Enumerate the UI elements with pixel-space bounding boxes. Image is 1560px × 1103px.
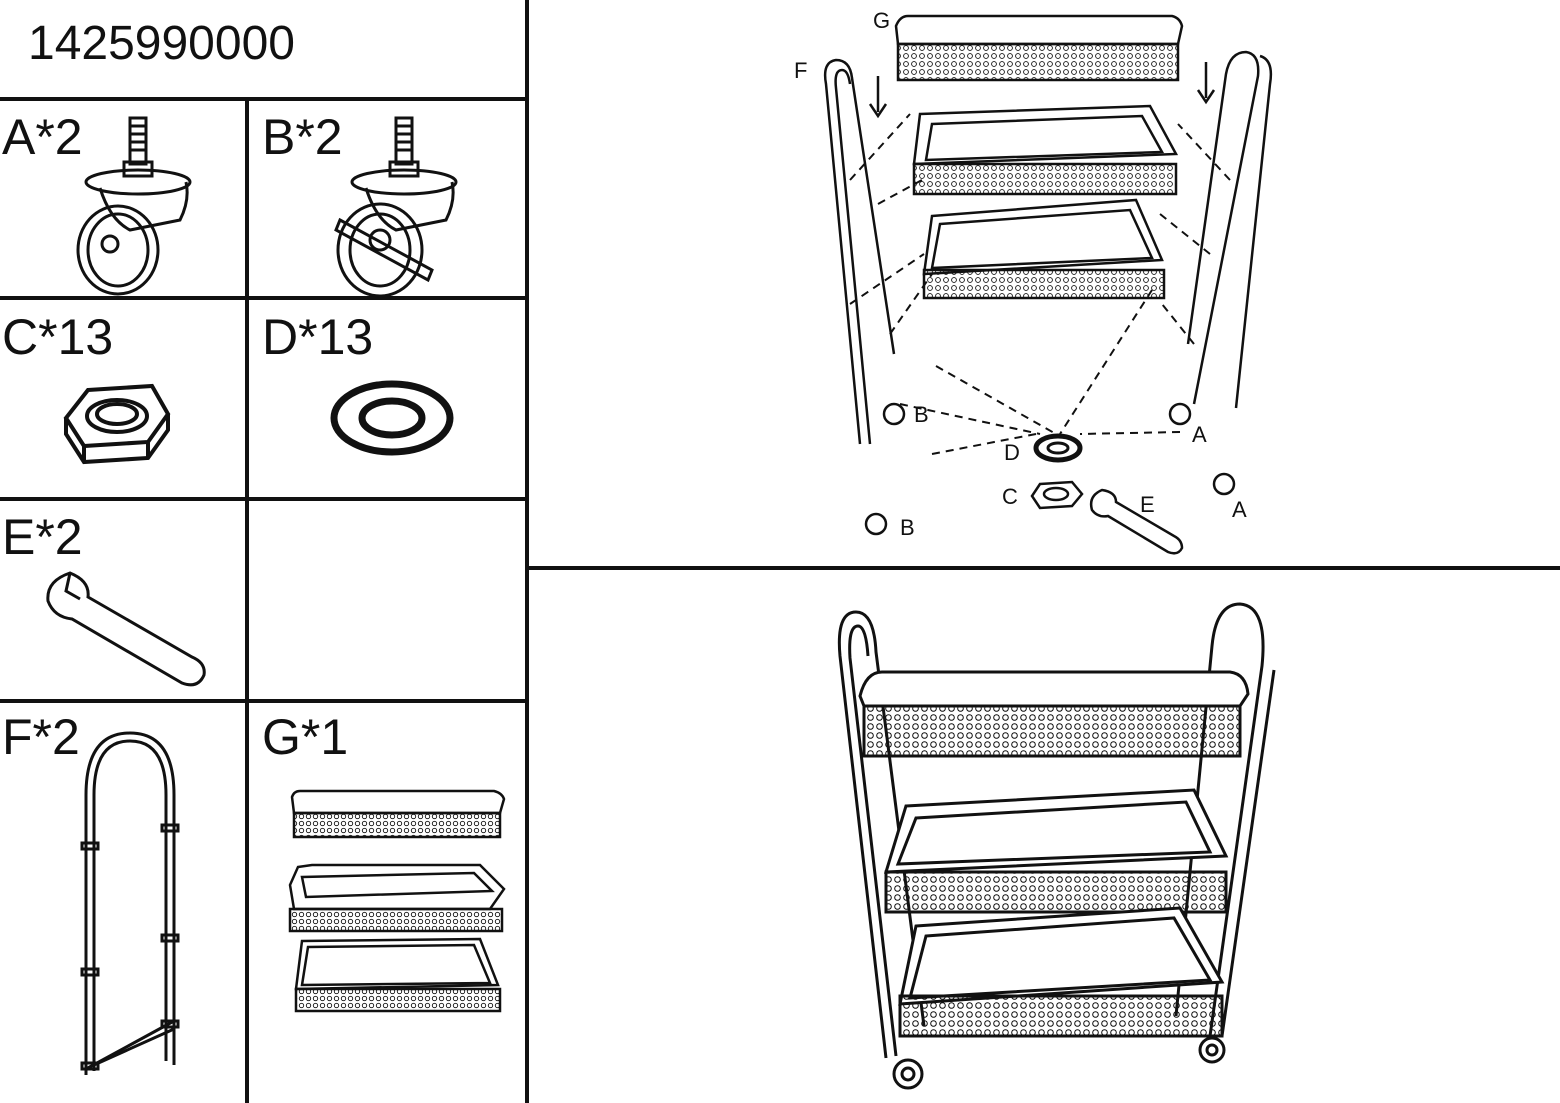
callout-b-upper: B xyxy=(914,402,929,427)
assembled-cart-diagram xyxy=(837,602,1276,1090)
part-label-e: E*2 xyxy=(2,509,83,565)
basket-set-icon xyxy=(288,789,506,1013)
locking-caster-icon xyxy=(334,116,458,298)
caster-wheel-icon xyxy=(76,116,192,296)
part-label-b: B*2 xyxy=(262,109,343,165)
hex-nut-icon xyxy=(63,383,171,465)
callout-e: E xyxy=(1140,492,1155,517)
part-label-d: D*13 xyxy=(262,309,374,365)
callout-c: C xyxy=(1002,484,1018,509)
exploded-assembly-diagram xyxy=(823,14,1273,555)
callout-a-upper: A xyxy=(1192,422,1207,447)
callout-d: D xyxy=(1004,440,1020,465)
washer-icon xyxy=(330,380,454,456)
callout-f: F xyxy=(794,58,808,83)
callout-g: G xyxy=(873,8,891,33)
side-frame-icon xyxy=(80,731,180,1075)
part-label-c: C*13 xyxy=(2,309,114,365)
model-number: 1425990000 xyxy=(28,17,295,70)
callout-a-lower: A xyxy=(1232,497,1247,522)
part-label-f: F*2 xyxy=(2,709,80,765)
callout-b-lower: B xyxy=(900,515,915,540)
part-label-a: A*2 xyxy=(2,109,83,165)
wrench-icon xyxy=(46,571,206,687)
part-label-g: G*1 xyxy=(262,709,349,765)
